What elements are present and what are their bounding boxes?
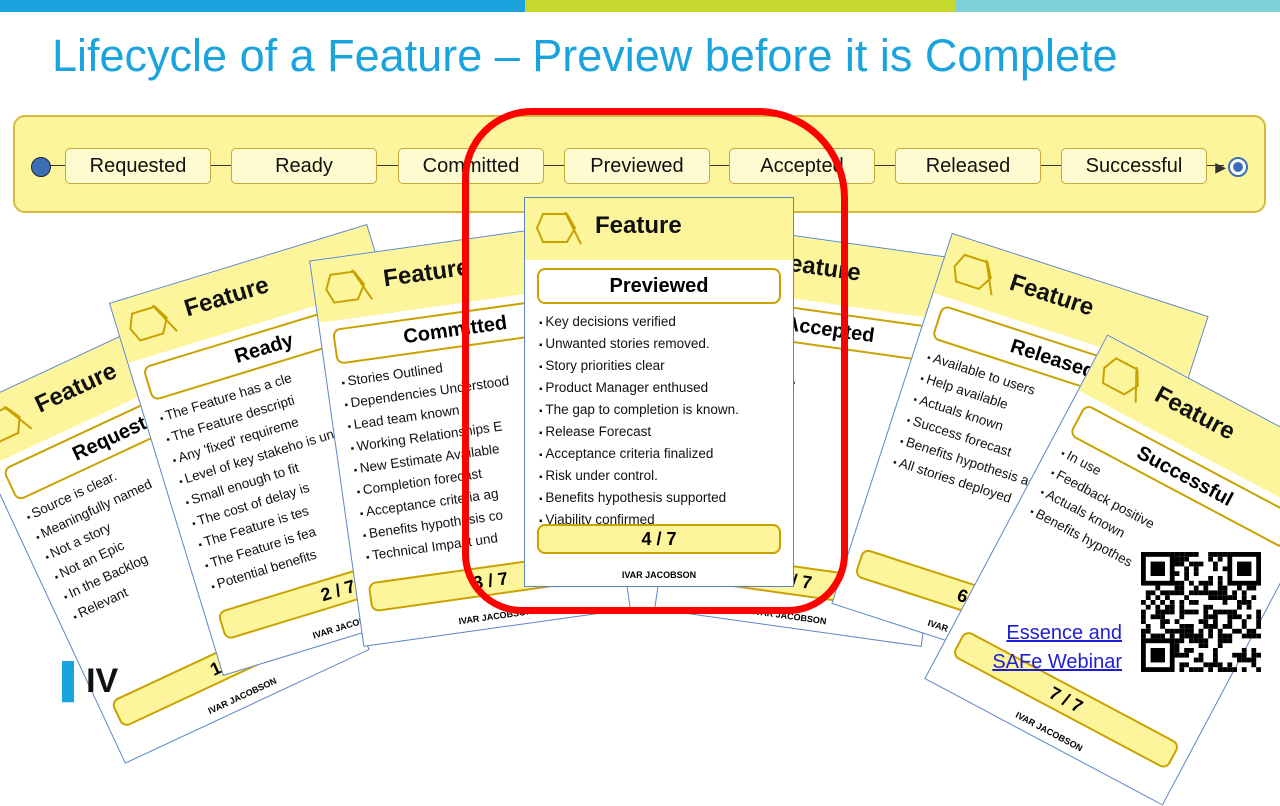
card-header: Feature: [1078, 335, 1280, 517]
card-committed: Feature Committed Stories OutlinedDepend…: [309, 223, 631, 647]
card-header: Feature: [0, 297, 231, 467]
state-successful: Successful: [1061, 148, 1207, 184]
card-title: Feature: [30, 357, 121, 419]
webinar-link-line1[interactable]: Essence and: [1006, 622, 1122, 644]
card-title: Feature: [595, 212, 682, 239]
state-ready: Ready: [231, 148, 377, 184]
card-ready: Feature Ready The Feature has a cleThe F…: [108, 224, 482, 676]
checklist-item: Benefits hypothesis supported: [539, 488, 793, 510]
checklist-item: Product Manager enthused: [539, 378, 793, 400]
card-checklist: Key decisions verifiedUnwanted stories r…: [539, 312, 793, 532]
checklist-item: Story priorities clear: [539, 356, 793, 378]
card-requested: Feature Requested Source is clear.Meanin…: [0, 296, 370, 764]
card-title: Feature: [1150, 381, 1240, 446]
card-state: Previewed: [537, 268, 781, 304]
card-previewed: Feature Previewed Key decisions verified…: [524, 197, 794, 587]
checklist-item: Unwanted stories removed.: [539, 334, 793, 356]
state-committed: Committed: [398, 148, 544, 184]
feature-icon: [325, 269, 373, 304]
top-accent-bar-1: [0, 0, 525, 12]
state-previewed: Previewed: [564, 148, 710, 184]
feature-icon: [1101, 357, 1139, 403]
start-node-icon: [31, 157, 51, 177]
feature-icon: [535, 211, 582, 245]
top-accent-bar-2: [525, 0, 956, 12]
webinar-link-line2[interactable]: SAFe Webinar: [992, 651, 1122, 673]
card-title: Feature: [1006, 269, 1098, 322]
card-successful: Feature Successful In useFeedback positi…: [924, 334, 1280, 806]
qr-code[interactable]: [1140, 552, 1262, 672]
feature-icon: [953, 253, 993, 296]
state-accepted: Accepted: [729, 148, 875, 184]
slide-title: Lifecycle of a Feature – Preview before …: [52, 30, 1118, 81]
card-header: Feature: [110, 225, 385, 363]
end-node-icon: [1228, 157, 1248, 177]
corner-logo: ▌IV: [62, 662, 119, 700]
state-released: Released: [895, 148, 1041, 184]
card-header: Feature: [310, 224, 585, 323]
checklist-item: The gap to completion is known.: [539, 400, 793, 422]
card-title: Feature: [381, 253, 472, 293]
state-requested: Requested: [65, 148, 211, 184]
checklist-item: Release Forecast: [539, 422, 793, 444]
checklist-item: Acceptance criteria finalized: [539, 444, 793, 466]
checklist-item: Viability confirmed: [539, 510, 793, 532]
card-released: Feature Released Available to usersHelp …: [831, 232, 1209, 688]
lifecycle-lane: Requested Ready Committed Previewed Accepted…: [13, 115, 1266, 213]
feature-icon: [0, 405, 33, 445]
card-title: Feature: [181, 271, 272, 323]
checklist-item: Risk under control.: [539, 466, 793, 488]
arrow-icon: ▶: [1215, 159, 1226, 175]
top-accent-bar-3: [956, 0, 1280, 12]
feature-icon: [129, 304, 178, 342]
card-brand-logo: IVAR JACOBSON: [621, 570, 697, 580]
card-progress: 4 / 7: [537, 524, 781, 554]
checklist-item: Key decisions verified: [539, 312, 793, 334]
card-header: Feature: [525, 198, 793, 260]
card-header: Feature: [933, 234, 1208, 376]
